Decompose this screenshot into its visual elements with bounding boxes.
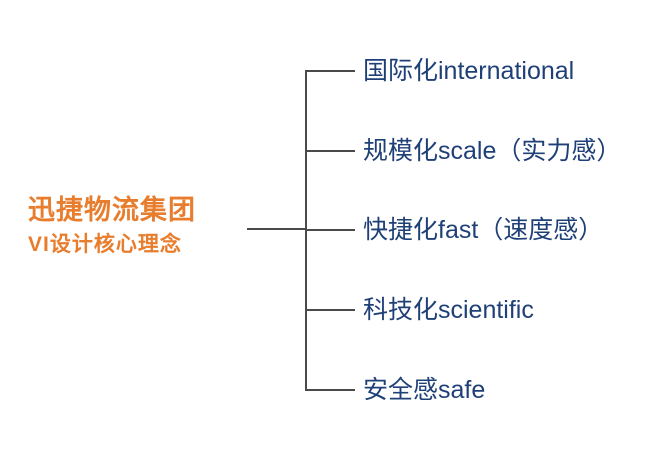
tree-spine-line	[305, 71, 307, 391]
branch-label: 规模化scale（实力感）	[363, 137, 622, 165]
branch-label: 国际化international	[363, 57, 575, 85]
branch-item-scientific: 科技化scientific	[305, 292, 534, 328]
branch-item-international: 国际化international	[305, 53, 574, 89]
branch-item-fast: 快捷化fast（速度感）	[305, 212, 603, 248]
branch-label: 科技化scientific	[363, 296, 534, 324]
root-subtitle: VI设计核心理念	[28, 233, 182, 256]
root-title: 迅捷物流集团	[28, 195, 196, 225]
branch-connector-line	[305, 229, 355, 231]
branch-connector-line	[305, 389, 355, 391]
root-node: 迅捷物流集团 VI设计核心理念	[28, 193, 258, 259]
branch-connector-line	[305, 150, 355, 152]
root-connector-line	[247, 228, 305, 230]
branch-connector-line	[305, 309, 355, 311]
branch-label: 安全感safe	[363, 376, 486, 404]
branch-item-safe: 安全感safe	[305, 372, 485, 408]
branch-label: 快捷化fast（速度感）	[363, 216, 604, 244]
branch-connector-line	[305, 70, 355, 72]
branch-item-scale: 规模化scale（实力感）	[305, 133, 621, 169]
